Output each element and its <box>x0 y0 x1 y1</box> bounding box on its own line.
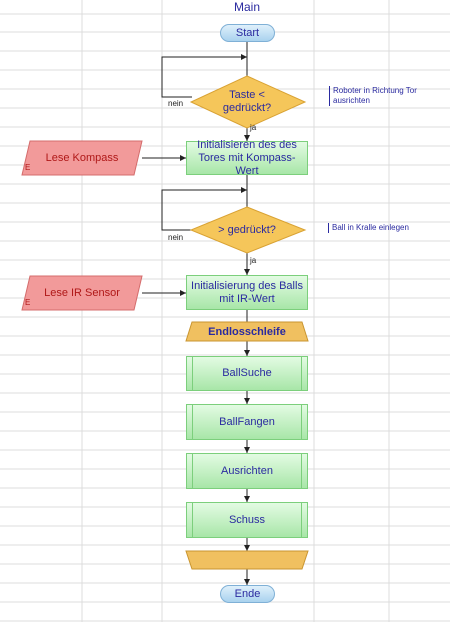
init-tor-node[interactable]: Initialisieren des des Tores mit Kompass… <box>186 139 308 177</box>
decision-2-text: > gedrückt? <box>218 223 276 236</box>
input-shape-kompass[interactable] <box>21 140 143 176</box>
loop-end-shape[interactable] <box>185 550 309 570</box>
input-shape-ir[interactable] <box>21 275 143 311</box>
decision-diamond-1[interactable] <box>189 75 307 129</box>
loop-start-label: Endlosschleife <box>208 325 286 338</box>
init-ball-node[interactable]: Initialisierung des Balls mit IR-Wert <box>186 275 308 310</box>
loop-start-shape[interactable] <box>185 321 309 342</box>
input-marker-kompass: E <box>25 163 31 172</box>
subroutine-schuss[interactable]: Schuss <box>186 502 308 538</box>
subroutine-ausrichten[interactable]: Ausrichten <box>186 453 308 489</box>
label-ja-1: ja <box>250 123 257 132</box>
note-2: Ball in Kralle einlegen <box>328 223 442 233</box>
decision-diamond-2[interactable] <box>189 206 307 254</box>
label-nein-2: nein <box>168 233 184 242</box>
diagram-title: Main <box>233 0 260 14</box>
end-node[interactable]: Ende <box>220 585 275 603</box>
label-nein-1: nein <box>168 99 184 108</box>
decision-1-text: Taste < gedrückt? <box>222 89 272 114</box>
start-node[interactable]: Start <box>220 24 275 42</box>
note-1: Roboter in Richtung Tor ausrichten <box>329 86 443 106</box>
label-ja-2: ja <box>250 256 257 265</box>
subroutine-ballfangen[interactable]: BallFangen <box>186 404 308 440</box>
input-ir-label: Lese IR Sensor <box>44 286 120 299</box>
input-marker-ir: E <box>25 298 31 307</box>
subroutine-ballsuche[interactable]: BallSuche <box>186 356 308 391</box>
input-kompass-label: Lese Kompass <box>45 151 119 164</box>
